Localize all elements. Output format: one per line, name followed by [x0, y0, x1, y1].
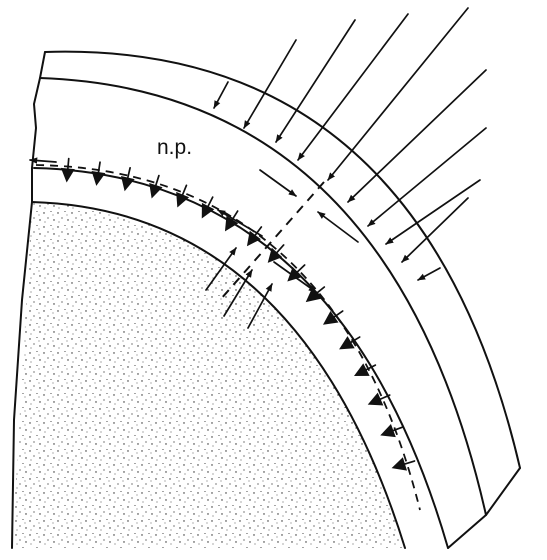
ridge-stem: [392, 427, 403, 431]
ridge-stem: [182, 185, 187, 196]
ridge-stem: [276, 245, 284, 254]
strain-arrow: [318, 212, 358, 242]
compression-arrow: [298, 14, 408, 160]
compression-arrow: [214, 82, 228, 108]
compression-arrow: [418, 268, 440, 280]
ridge-stem: [127, 168, 130, 180]
neutral-plane-line: [220, 182, 324, 300]
ridge-stem: [296, 265, 305, 273]
ridge-stem: [155, 176, 159, 187]
compression-arrow: [348, 70, 486, 202]
compression-arrow: [368, 128, 486, 226]
compression-arrow: [244, 40, 296, 128]
ridge-stem: [68, 159, 69, 171]
ridge-stem: [403, 461, 414, 465]
compression-arrow: [276, 20, 355, 142]
ridge-tick: [323, 311, 338, 325]
strain-arrow: [260, 170, 296, 196]
ridge-stem: [98, 162, 100, 174]
neutral-plane-label: n.p.: [157, 136, 192, 159]
compression-arrow: [386, 180, 480, 244]
compression-arrow: [402, 198, 468, 262]
outward-arrow: [30, 160, 56, 162]
